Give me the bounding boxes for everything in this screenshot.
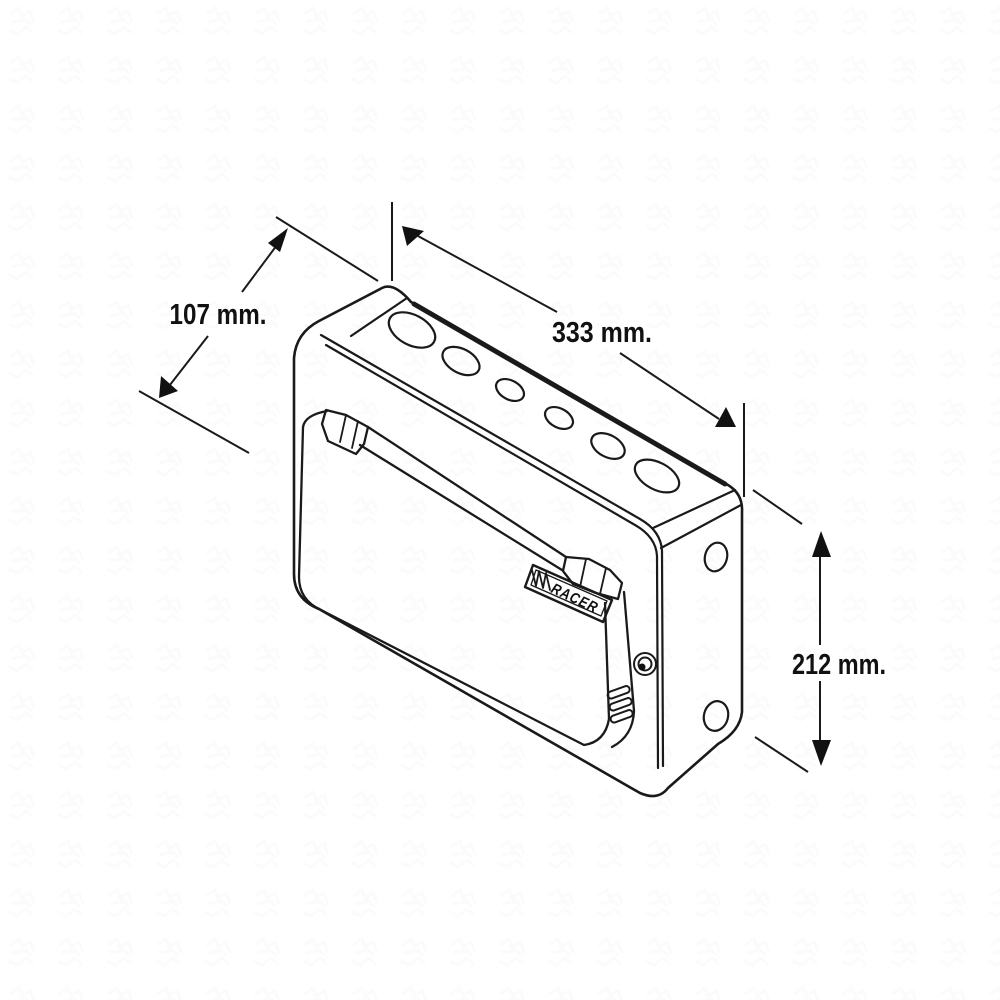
box-back-top-edge xyxy=(411,301,728,487)
door xyxy=(297,408,636,749)
lid-left-cap-edge xyxy=(349,296,409,338)
height-label: 212 mm. xyxy=(792,649,886,681)
witness-line xyxy=(275,216,379,282)
witness-line xyxy=(754,736,809,773)
arrowhead xyxy=(715,407,736,427)
dimension-line xyxy=(165,335,209,391)
lid-right-cap-edge-outer xyxy=(651,488,737,530)
top-knockout-holes xyxy=(387,311,681,494)
door-outline xyxy=(297,425,611,747)
door-top-left-corner xyxy=(301,409,329,429)
knockout-hole xyxy=(633,458,681,494)
lock-inner-ring xyxy=(637,656,653,672)
lock-outer-ring xyxy=(633,652,657,676)
arrowhead xyxy=(812,740,831,766)
door-lock xyxy=(633,652,657,676)
box-outline xyxy=(292,285,744,798)
brand-plate-border xyxy=(523,563,614,624)
dimension-line xyxy=(241,244,278,293)
arrowhead xyxy=(812,531,831,557)
door-latch-tab-detail xyxy=(579,558,607,595)
arrowhead xyxy=(159,376,178,398)
brand-plate-inner-border xyxy=(530,569,608,617)
door-hinge-tab xyxy=(320,408,370,456)
dimension-line xyxy=(417,235,558,313)
arrowhead xyxy=(402,226,424,246)
consumer-unit-box xyxy=(292,285,744,798)
door-side-edge xyxy=(610,590,636,749)
vent-slot xyxy=(609,709,634,724)
dimension-line xyxy=(619,352,720,420)
dimension-height xyxy=(752,489,831,773)
lock-keyhole xyxy=(638,663,646,671)
side-mounting-holes xyxy=(702,541,730,732)
dimension-width xyxy=(391,202,745,497)
knockout-hole xyxy=(590,432,626,460)
knockout-hole xyxy=(543,405,575,431)
arrowhead xyxy=(268,228,288,252)
width-label: 333 mm. xyxy=(552,317,652,349)
door-latch-tab xyxy=(561,555,624,601)
lid-front-ridge-inner xyxy=(324,343,660,770)
mounting-hole xyxy=(702,700,730,732)
vent-slot xyxy=(606,685,631,700)
lid-right-cap-edge-inner xyxy=(659,503,743,550)
vent-slot xyxy=(608,697,633,712)
brand-plate xyxy=(523,563,614,624)
door-top-edge-outer xyxy=(366,425,568,559)
knockout-hole xyxy=(387,311,437,349)
depth-label: 107 mm. xyxy=(170,299,267,331)
door-hinge-tab-detail xyxy=(339,414,359,449)
witness-line xyxy=(138,390,250,454)
door-vent-slots xyxy=(606,685,634,724)
knockout-hole xyxy=(441,345,481,377)
mounting-hole xyxy=(703,541,729,573)
brand-emblem xyxy=(531,569,551,591)
witness-line xyxy=(752,489,803,525)
lid-front-ridge-outer xyxy=(319,333,665,768)
knockout-hole xyxy=(494,377,526,403)
door-top-edge-inner xyxy=(358,443,564,572)
dimension-depth xyxy=(138,216,379,454)
